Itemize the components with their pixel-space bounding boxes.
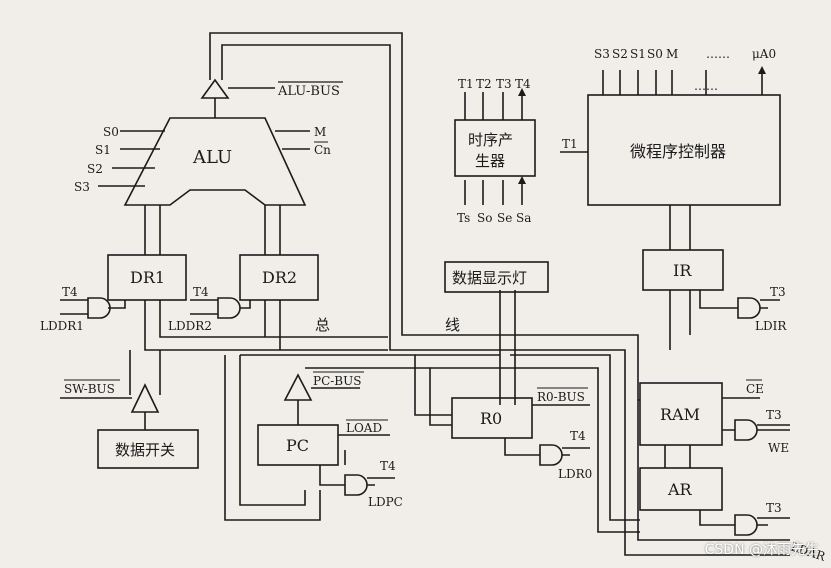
dr1-register — [107, 254, 187, 301]
ar-label: AR — [667, 480, 693, 499]
controller-label: 微程序控制器 — [630, 142, 726, 161]
timing-input-arrows — [464, 180, 522, 205]
pc-t4-label: T4 — [380, 459, 396, 473]
bus-char-2: 线 — [445, 316, 460, 334]
ir-label: IR — [673, 261, 692, 280]
ir-ld-label: LDIR — [755, 319, 787, 333]
timing-out-t1: T1 — [458, 77, 474, 91]
r0-register — [451, 397, 533, 439]
timing-output-arrows — [464, 92, 522, 120]
dr1-label: DR1 — [130, 268, 165, 287]
watermark: CSDN @沐雨先生 — [704, 542, 819, 558]
dr2-t4-label: T4 — [193, 285, 209, 299]
r0-ld-label: LDR0 — [558, 467, 592, 481]
system-bus — [129, 32, 790, 556]
controller-out-s2: S2 — [612, 47, 628, 61]
timing-in-se: Se — [497, 211, 512, 225]
ram-memory — [639, 382, 723, 446]
timing-label-1: 时序产 — [468, 131, 513, 149]
timing-out-t3: T3 — [496, 77, 512, 91]
pc-bus-label: PC-BUS — [313, 374, 361, 388]
s-input-lines — [98, 130, 165, 187]
r0-and-gate — [504, 438, 590, 466]
dr1-and-gate — [60, 297, 126, 319]
dr2-ld-label: LDDR2 — [168, 319, 212, 333]
ar-and-gate — [699, 510, 790, 536]
r0-bus-label: R0-BUS — [537, 390, 585, 404]
display-label: 数据显示灯 — [452, 269, 527, 287]
timing-label-2: 生器 — [475, 152, 505, 170]
sw-bus-buffer — [130, 383, 160, 413]
display-lights — [444, 261, 549, 293]
alu-s1-label: S1 — [95, 143, 111, 157]
controller-out-ua0: μA0 — [752, 47, 776, 61]
ram-ce-label: CE — [746, 382, 764, 396]
data-switch — [97, 429, 199, 469]
pc-load-label: LOAD — [346, 421, 382, 435]
alu-label: ALU — [192, 147, 232, 168]
dr2-and-gate — [190, 297, 251, 319]
ar-t3-label: T3 — [766, 501, 782, 515]
ram-we-label: WE — [768, 441, 789, 455]
timing-in-so: So — [477, 211, 492, 225]
alu-bus-label: ALU-BUS — [277, 84, 340, 99]
controller-dots: …… — [706, 47, 730, 61]
dr1-t4-label: T4 — [62, 285, 78, 299]
alu-s3-label: S3 — [74, 180, 90, 194]
switch-label: 数据开关 — [115, 441, 175, 459]
controller-out-s1: S1 — [630, 47, 646, 61]
bus-char-1: 总 — [315, 316, 330, 334]
alu-unit — [98, 78, 310, 206]
ram-label: RAM — [660, 405, 700, 424]
timing-in-ts: Ts — [457, 211, 470, 225]
alu-s0-label: S0 — [103, 125, 119, 139]
pc-bus-buffer — [283, 373, 313, 401]
ar-register — [639, 467, 723, 511]
alu-m-label: M — [314, 125, 326, 139]
controller-output-arrows — [602, 70, 762, 95]
controller-dots-2: …… — [694, 79, 718, 93]
ir-register — [642, 249, 724, 291]
dr1-ld-label: LDDR1 — [40, 319, 84, 333]
alu-s2-label: S2 — [87, 162, 103, 176]
ir-and-gate — [699, 290, 780, 319]
ram-and-gate — [722, 419, 790, 441]
sw-bus-label: SW-BUS — [64, 382, 115, 396]
dr2-label: DR2 — [262, 268, 297, 287]
alu-body — [123, 117, 307, 206]
dr2-register — [239, 254, 319, 301]
timing-generator — [454, 119, 536, 177]
micro-controller — [587, 94, 781, 206]
alu-cn-label: Cn — [314, 143, 331, 157]
timing-out-t2: T2 — [476, 77, 492, 91]
controller-out-m: M — [666, 47, 678, 61]
pc-label: PC — [286, 436, 309, 455]
controller-out-s3: S3 — [594, 47, 610, 61]
ir-t3-label: T3 — [770, 285, 786, 299]
r0-label: R0 — [480, 409, 502, 428]
controller-out-s0: S0 — [647, 47, 663, 61]
pc-and-gate — [319, 465, 395, 496]
pc-ld-label: LDPC — [368, 495, 403, 509]
alu-bus-buffer — [200, 78, 230, 99]
controller-t1-label: T1 — [562, 137, 578, 151]
timing-out-t4: T4 — [515, 77, 531, 91]
r0-t4-label: T4 — [570, 429, 586, 443]
ram-t3-label: T3 — [766, 408, 782, 422]
timing-in-sa: Sa — [516, 211, 531, 225]
